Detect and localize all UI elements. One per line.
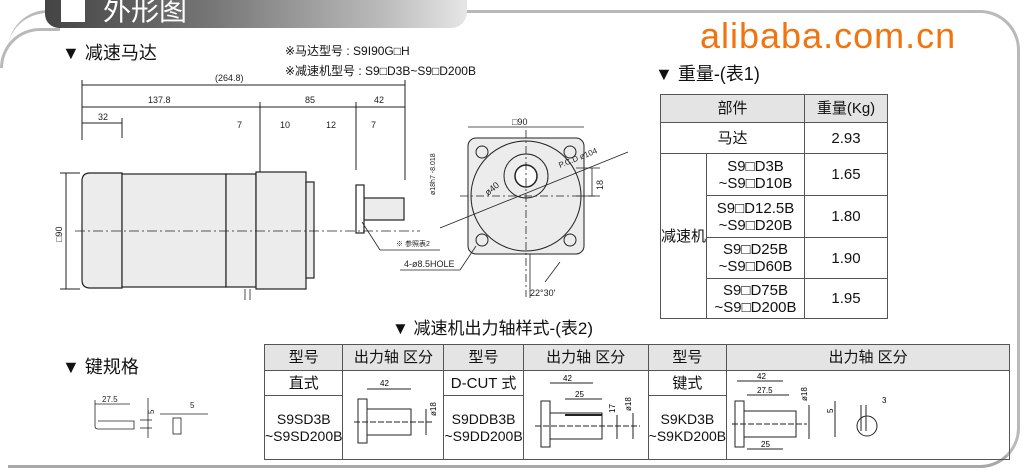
- dim: 5: [826, 408, 835, 413]
- table-row: S9□D75B~S9□D200B 1.95: [661, 278, 888, 319]
- dim-10: 10: [280, 120, 290, 130]
- dim-rear: 32: [98, 112, 108, 122]
- col-model: 型号: [647, 344, 728, 371]
- col-shaft: 出力轴 区分: [726, 344, 1010, 371]
- col-shaft: 出力轴 区分: [342, 344, 445, 371]
- dim-overall: (264.8): [215, 73, 244, 83]
- reducer-model-note: ※减速机型号 : S9□D3B~S9□D200B: [285, 64, 476, 78]
- dim: 42: [757, 372, 766, 381]
- shaft-table: 型号 出力轴 区分 型号 出力轴 区分 型号 出力轴 区分 直式 42 ø18 D…: [263, 344, 1010, 460]
- motor-weight: 2.93: [804, 122, 888, 154]
- dim-square: □90: [54, 227, 64, 242]
- dim-7a: 7: [237, 120, 242, 130]
- motor-side-view-drawing: (264.8) 137.8 85 42 32 7 10 12 7 ø18h7 -…: [54, 73, 440, 300]
- reducer-weight: 1.65: [804, 153, 888, 196]
- reducer-model: S9□D12.5B: [716, 199, 795, 217]
- col-shaft: 出力轴 区分: [522, 344, 649, 371]
- key-section-title: ▼ 键规格: [62, 357, 139, 377]
- dim: ø18: [800, 387, 809, 401]
- shaft-type-dcut: D-CUT 式: [443, 370, 524, 396]
- dim: 42: [380, 379, 389, 388]
- mount-holes-label: 4-ø8.5HOLE: [404, 259, 455, 269]
- motor-section-title: ▼ 减速马达: [62, 43, 157, 63]
- shaft-type-straight: 直式: [263, 370, 344, 396]
- dim: ø18: [429, 402, 438, 416]
- reducer-weight: 1.90: [804, 237, 888, 279]
- key-shaft-drawing: 42 27.5 ø18 5 3 25: [726, 370, 1010, 460]
- table-row: 减速机 S9□D3B~S9□D10B 1.65: [660, 153, 888, 319]
- dim-12: 12: [326, 120, 336, 130]
- weight-header-part: 部件: [660, 94, 805, 123]
- reducer-model: ~S9□D10B: [718, 174, 793, 192]
- shaft-model: ~S9DD200B: [444, 427, 523, 444]
- key-dim-height: 5: [147, 409, 156, 414]
- dim: 25: [575, 390, 584, 399]
- reducer-model: ~S9□D60B: [718, 258, 793, 275]
- dim-motor-length: 137.8: [148, 95, 171, 105]
- ref-table2-note: ※ 参照表2: [396, 239, 430, 248]
- front-dim-angle: 22°30': [530, 288, 556, 298]
- shaft-model: S9DDB3B: [451, 410, 516, 427]
- outer-frame-corner: [0, 28, 60, 68]
- header-title: 外形图: [103, 0, 188, 26]
- reducer-weight: 1.80: [804, 195, 888, 238]
- dim: 3: [882, 396, 887, 405]
- key-dim-width: 5: [190, 401, 195, 410]
- dim: 25: [761, 440, 770, 449]
- dim-reducer-length: 85: [305, 95, 315, 105]
- col-model: 型号: [263, 344, 344, 371]
- straight-shaft-drawing: 42 ø18: [342, 370, 445, 460]
- dim: 27.5: [757, 386, 773, 395]
- shaft-type-key: 键式: [647, 370, 728, 396]
- dim-shaft-length: 42: [374, 95, 384, 105]
- shaft-model: S9SD3B: [276, 410, 331, 427]
- motor-label: 马达: [660, 122, 805, 154]
- reducer-model: S9□D25B: [723, 241, 788, 258]
- dim-7b: 7: [371, 120, 376, 130]
- dim-shaft-dia: ø18h7 -8.018: [430, 153, 437, 195]
- table-row: S9□D25B~S9□D60B 1.90: [661, 237, 888, 279]
- front-dim-offset: 18: [595, 180, 605, 190]
- front-dim-square: □90: [512, 117, 527, 127]
- reducer-weight: 1.95: [804, 278, 888, 319]
- header-square-icon: [61, 0, 85, 22]
- motor-front-view-drawing: □90 P.C.D ø104 ø40 18 4-ø8.5HOLE 22°30': [400, 117, 629, 298]
- reducer-model: S9□D75B: [723, 281, 788, 299]
- key-dim-length: 27.5: [102, 395, 118, 404]
- reducer-model: ~S9□D20B: [718, 216, 793, 234]
- shaft-table-title: ▼ 减速机出力轴样式-(表2): [392, 319, 593, 338]
- weight-header-kg: 重量(Kg): [804, 94, 888, 123]
- weight-table-title: ▼ 重量-(表1): [655, 64, 760, 84]
- watermark: alibaba.com.cn: [700, 15, 957, 56]
- dim: ø18: [624, 397, 633, 411]
- motor-model-note: ※马达型号 : S9I90G□H: [285, 44, 410, 58]
- reducer-model: ~S9□D200B: [714, 298, 797, 316]
- outer-frame: [8, 10, 1020, 468]
- shaft-model: ~S9KD200B: [648, 427, 727, 444]
- col-model: 型号: [443, 344, 524, 371]
- shaft-model: S9KD3B: [660, 410, 715, 427]
- table-row: S9□D12.5B~S9□D20B 1.80: [661, 195, 888, 238]
- reducer-model: S9□D3B: [727, 157, 784, 175]
- dim: 42: [563, 374, 572, 383]
- section-header: 外形图: [45, 0, 467, 28]
- reducer-label: 减速机: [660, 153, 707, 319]
- dim: 17: [608, 404, 617, 413]
- key-spec-drawing: 27.5 5 5: [94, 395, 208, 438]
- shaft-model: ~S9SD200B: [265, 427, 343, 444]
